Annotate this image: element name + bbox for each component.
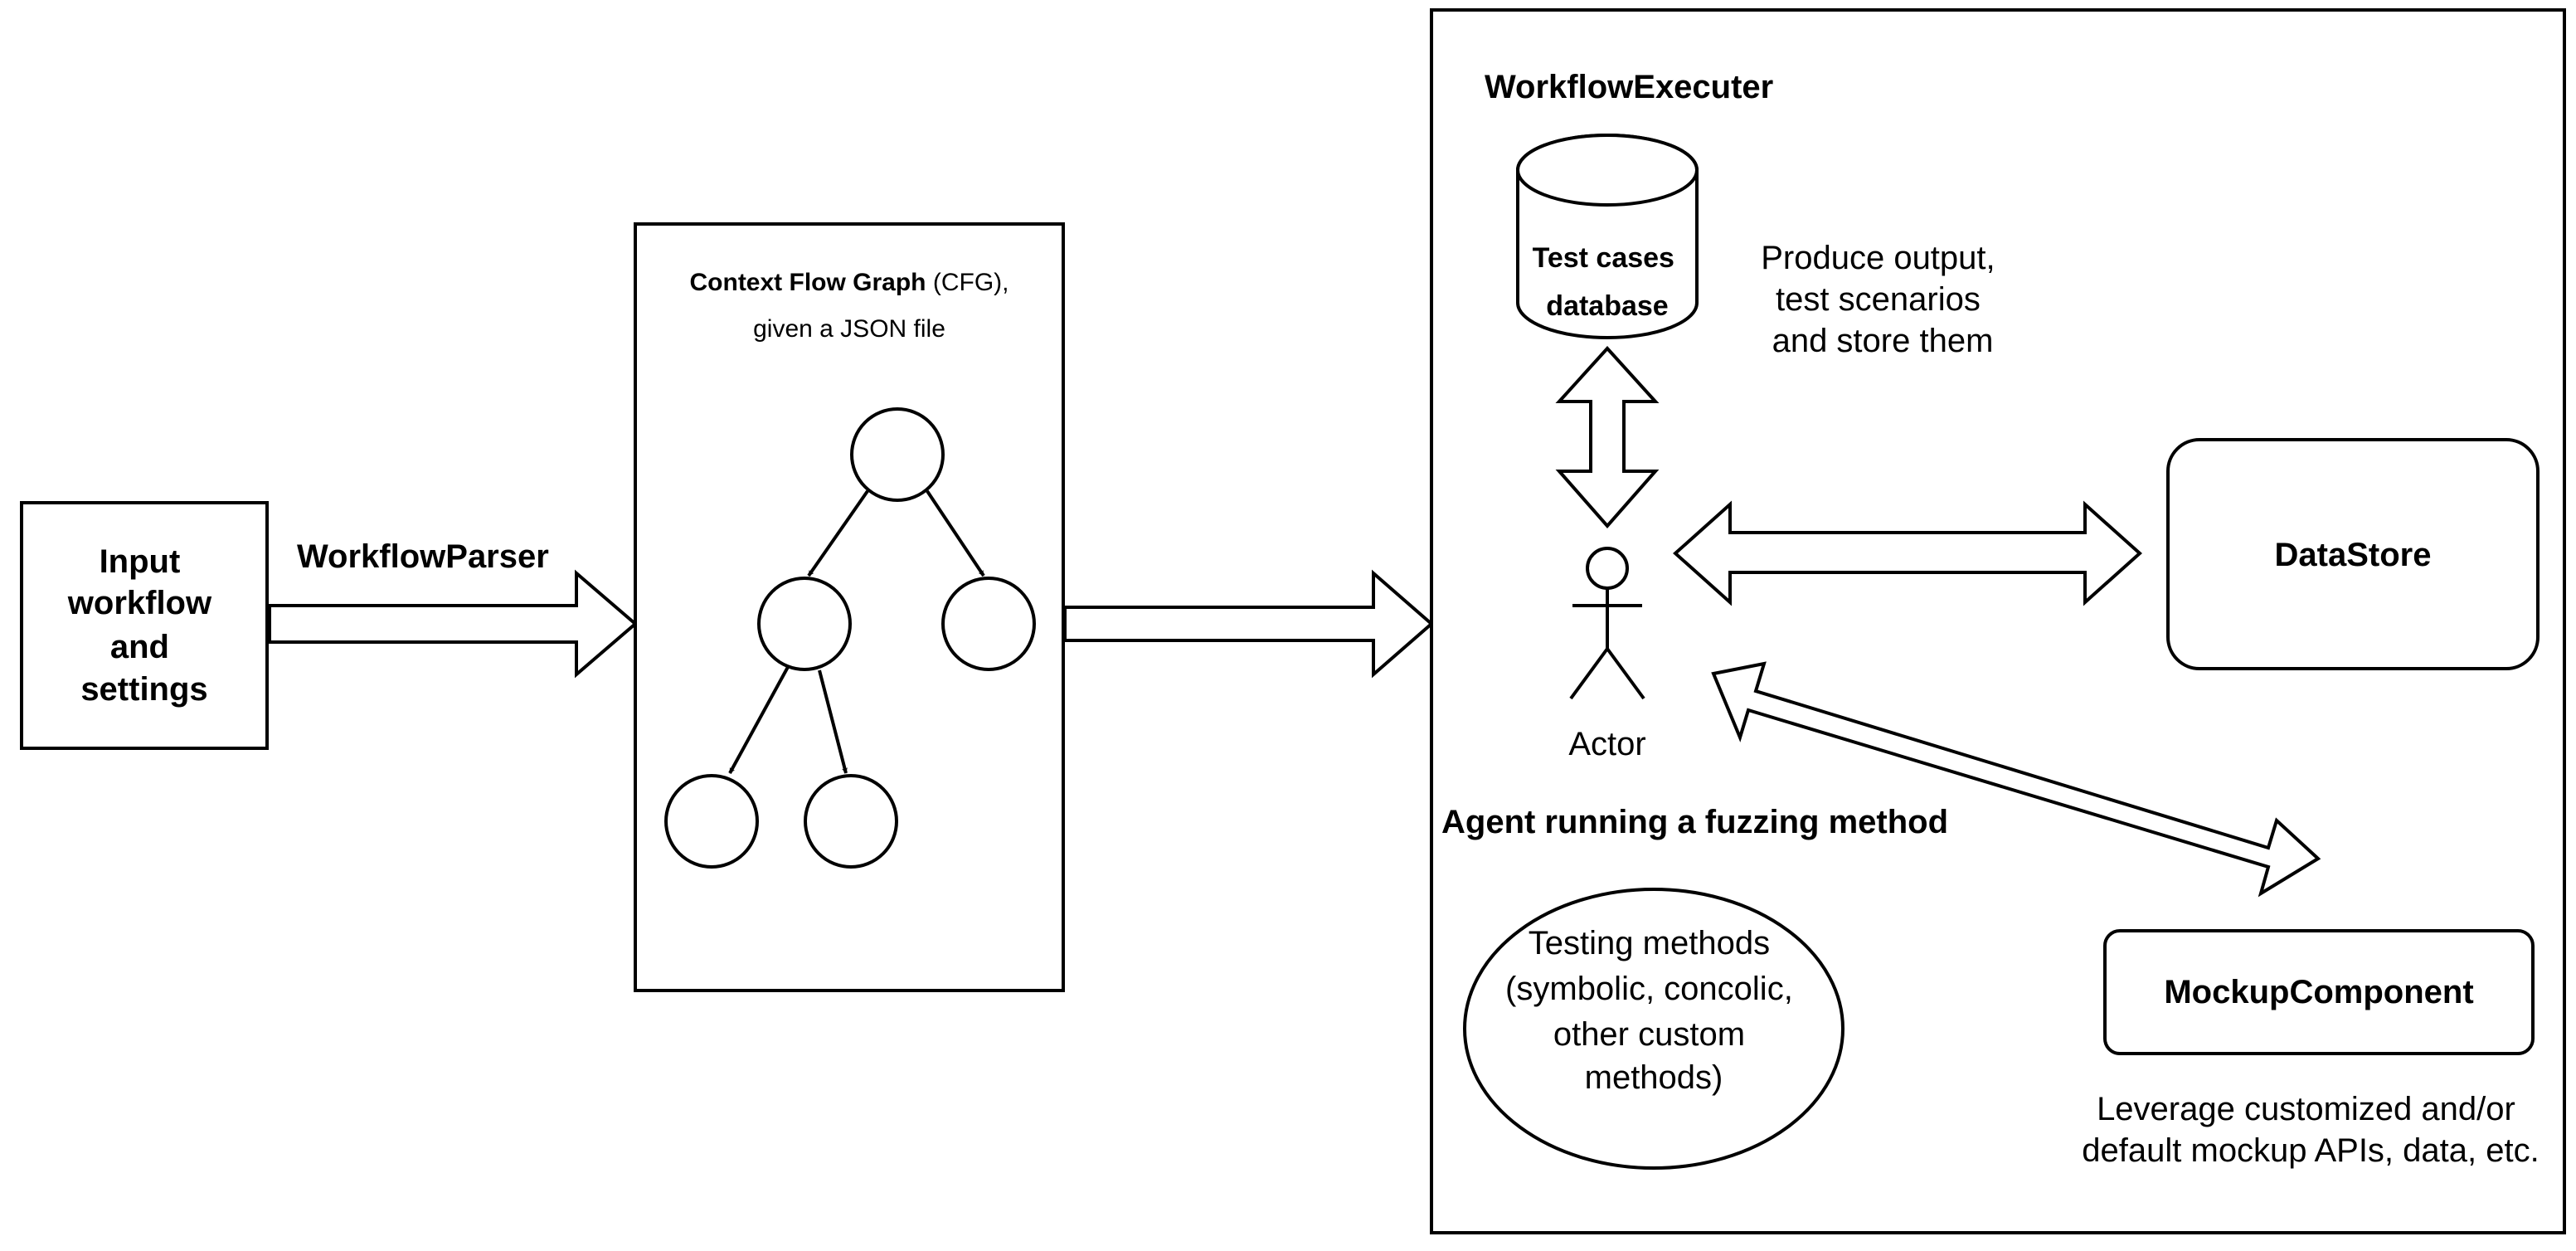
- cfg-title: Context Flow Graph (CFG),: [690, 269, 1009, 296]
- tree-edge: [818, 669, 848, 774]
- workflow-executer-title: WorkflowExecuter: [1485, 69, 1773, 105]
- leverage-text: Leverage customized and/or default mocku…: [2082, 1091, 2539, 1169]
- actor-label: Actor: [1568, 726, 1645, 762]
- workflow-parser-label: WorkflowParser: [297, 538, 549, 575]
- input-workflow-label: Input workflow and settings: [67, 543, 221, 708]
- tree-node: [850, 407, 945, 502]
- testing-methods-label: Testing methods (symbolic, concolic, oth…: [1505, 925, 1802, 1096]
- testing-methods-ellipse: [1463, 888, 1845, 1170]
- input-workflow-box: [20, 501, 269, 750]
- tree-node: [664, 774, 759, 869]
- actor-mockup-arrow: [1711, 661, 2321, 898]
- tree-node: [941, 577, 1036, 671]
- database-actor-arrow: [1555, 346, 1660, 529]
- tree-edge: [728, 666, 790, 774]
- actor-figure: [1569, 547, 1645, 700]
- cfg-subtitle: given a JSON file: [753, 315, 945, 343]
- produce-output-text: Produce output, test scenarios and store…: [1761, 240, 2005, 359]
- database-label: Test cases database: [1533, 242, 1683, 322]
- tree-node: [804, 774, 898, 869]
- database-top: [1516, 134, 1699, 207]
- tree-node: [757, 577, 852, 671]
- mockup-component-box: [2103, 929, 2535, 1055]
- input-to-cfg-arrow: [268, 569, 639, 679]
- cfg-to-executer-arrow: [1063, 569, 1435, 679]
- tree-edge: [807, 489, 869, 577]
- tree-edge: [926, 489, 985, 577]
- mockup-component-label: MockupComponent: [2164, 974, 2473, 1010]
- agent-label: Agent running a fuzzing method: [1441, 804, 1948, 840]
- datastore-box: [2166, 438, 2540, 670]
- datastore-label: DataStore: [2275, 537, 2432, 573]
- actor-datastore-arrow: [1672, 500, 2143, 606]
